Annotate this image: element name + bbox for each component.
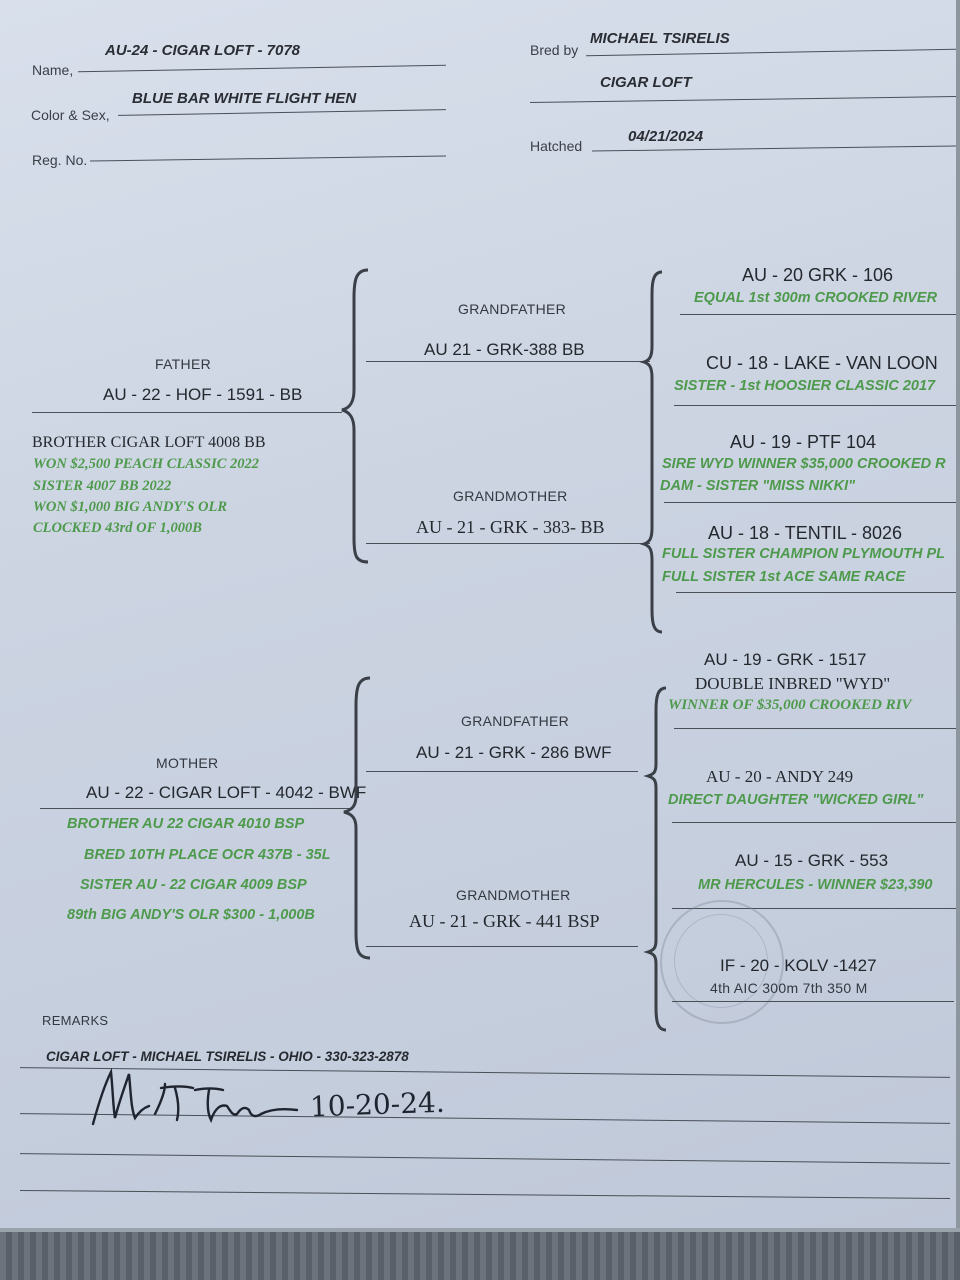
mgg2-note: DIRECT DAUGHTER "WICKED GIRL" [668, 792, 924, 808]
pgg1-band: AU - 20 GRK - 106 [742, 265, 894, 285]
mgg4-plain: 4th AIC 300m 7th 350 M [710, 980, 868, 996]
binder-sleeve [0, 1232, 960, 1280]
color-sex-line [118, 109, 446, 116]
paternal-grandfather-line [366, 361, 650, 362]
pgg2-line [674, 405, 956, 406]
reg-no-label: Reg. No. [32, 152, 88, 168]
remarks-line-1: CIGAR LOFT - MICHAEL TSIRELIS - OHIO - 3… [46, 1049, 409, 1064]
mgg1-band: AU - 19 - GRK - 1517 [704, 650, 867, 669]
mother-bracket [343, 676, 371, 960]
mgg1-line [674, 728, 956, 729]
pgg1-note: EQUAL 1st 300m CROOKED RIVER [694, 290, 938, 306]
mother-note-3: SISTER AU - 22 CIGAR 4009 BSP [80, 877, 307, 893]
mgg4-line [672, 1001, 954, 1002]
pgg2-note: SISTER - 1st HOOSIER CLASSIC 2017 [674, 378, 936, 394]
remarks-rule-4 [20, 1189, 950, 1200]
name-label: Name, [32, 62, 74, 78]
father-band: AU - 22 - HOF - 1591 - BB [103, 385, 303, 404]
father-line [32, 412, 342, 413]
bred-by-line-2 [530, 96, 956, 103]
pgg4-note-1: FULL SISTER CHAMPION PLYMOUTH PL [662, 546, 946, 562]
bred-by-value-1: MICHAEL TSIRELIS [590, 30, 730, 47]
pgg1-line [680, 314, 956, 315]
hatched-line [592, 145, 956, 152]
mother-note-2: BRED 10TH PLACE OCR 437B - 35L [84, 847, 331, 863]
father-label: FATHER [155, 356, 211, 372]
paternal-grandmother-band: AU - 21 - GRK - 383- BB [416, 517, 605, 537]
pgg3-band: AU - 19 - PTF 104 [730, 432, 877, 452]
sleeve-edge [0, 1228, 960, 1234]
remarks-rule-3 [20, 1153, 950, 1164]
maternal-grandmother-band: AU - 21 - GRK - 441 BSP [409, 911, 600, 931]
paternal-grandmother-label: GRANDMOTHER [453, 488, 568, 504]
mgg3-note: MR HERCULES - WINNER $23,390 [698, 877, 933, 893]
hatched-value: 04/21/2024 [628, 128, 704, 145]
maternal-great-bracket [643, 686, 667, 1032]
bred-by-value-2: CIGAR LOFT [600, 74, 692, 91]
mother-label: MOTHER [156, 755, 219, 771]
mgg3-line [672, 908, 956, 909]
hatched-label: Hatched [530, 138, 583, 154]
mother-line [40, 808, 352, 809]
mgg1-note: WINNER OF $35,000 CROOKED RIV [668, 697, 912, 713]
pgg4-note-2: FULL SISTER 1st ACE SAME RACE [662, 569, 906, 585]
maternal-grandfather-line [366, 771, 638, 772]
paternal-great-bracket [639, 270, 663, 634]
father-note-3: WON $1,000 BIG ANDY'S OLR [33, 499, 228, 515]
maternal-grandfather-label: GRANDFATHER [461, 713, 570, 729]
signature [91, 1067, 299, 1126]
father-bracket [341, 268, 369, 564]
color-sex-label: Color & Sex, [31, 107, 110, 123]
mother-note-1: BROTHER AU 22 CIGAR 4010 BSP [67, 816, 305, 832]
bred-by-label: Bred by [530, 42, 579, 58]
paternal-grandmother-line [366, 543, 650, 544]
pgg2-band: CU - 18 - LAKE - VAN LOON [706, 353, 938, 373]
maternal-grandmother-label: GRANDMOTHER [456, 887, 571, 903]
name-value: AU-24 - CIGAR LOFT - 7078 [105, 42, 301, 59]
maternal-grandmother-line [366, 946, 638, 947]
pgg4-band: AU - 18 - TENTIL - 8026 [708, 523, 903, 543]
maternal-grandfather-band: AU - 21 - GRK - 286 BWF [416, 743, 612, 762]
mgg2-band: AU - 20 - ANDY 249 [706, 767, 854, 786]
name-line [78, 64, 446, 73]
paternal-grandfather-label: GRANDFATHER [458, 301, 567, 317]
mgg4-band: IF - 20 - KOLV -1427 [720, 956, 877, 975]
remarks-label: REMARKS [42, 1013, 109, 1028]
pedigree-sheet: Name, AU-24 - CIGAR LOFT - 7078 Color & … [0, 0, 956, 1232]
loft-stamp [660, 900, 784, 1024]
father-note-4: CLOCKED 43rd OF 1,000B [33, 520, 202, 536]
pgg3-note-2: DAM - SISTER "MISS NIKKI" [660, 478, 856, 494]
mother-band: AU - 22 - CIGAR LOFT - 4042 - BWF [86, 783, 367, 802]
father-note-1: WON $2,500 PEACH CLASSIC 2022 [33, 456, 260, 472]
signature-date: 10-20-24. [309, 1085, 446, 1124]
mgg3-band: AU - 15 - GRK - 553 [735, 851, 889, 870]
reg-no-line [90, 155, 446, 162]
pgg3-line [664, 502, 956, 503]
mgg2-line [672, 822, 956, 823]
paternal-grandfather-band: AU 21 - GRK-388 BB [424, 340, 585, 359]
pgg3-note-1: SIRE WYD WINNER $35,000 CROOKED R [662, 456, 946, 472]
bred-by-line-1 [586, 48, 956, 57]
mgg1-plain: DOUBLE INBRED "WYD" [695, 674, 891, 693]
mother-note-4: 89th BIG ANDY'S OLR $300 - 1,000B [67, 907, 315, 923]
father-note-2: SISTER 4007 BB 2022 [33, 478, 172, 494]
pgg4-line [676, 592, 956, 593]
father-note-black: BROTHER CIGAR LOFT 4008 BB [32, 434, 266, 451]
color-sex-value: BLUE BAR WHITE FLIGHT HEN [132, 90, 357, 107]
